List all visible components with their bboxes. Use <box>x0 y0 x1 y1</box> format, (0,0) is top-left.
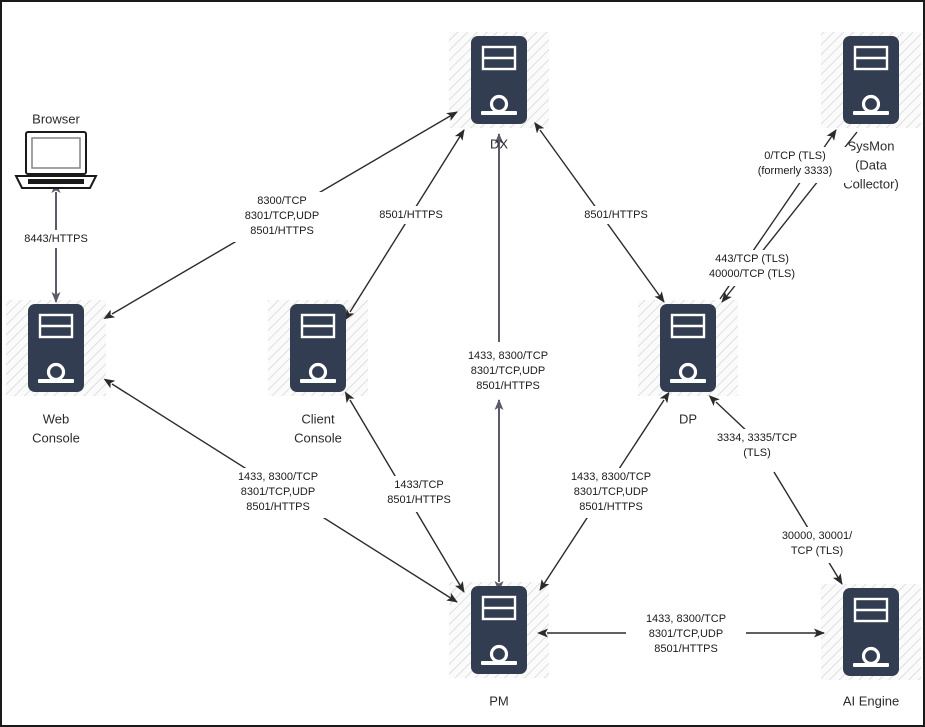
edge-dp-ai-engine-upper <box>708 395 751 435</box>
server-icon <box>660 304 716 392</box>
port-label-text-line1: 1433/TCP <box>394 479 444 491</box>
web-console-node[interactable]: Web Console <box>28 304 84 445</box>
port-label-text-line3: 8501/HTTPS <box>246 501 310 513</box>
server-icon <box>471 36 527 124</box>
node-label-sysmon-line3: Collector) <box>843 176 899 191</box>
laptop-icon <box>14 131 98 189</box>
port-label-text-line1: 0/TCP (TLS) <box>764 150 826 162</box>
dx-node[interactable]: DX <box>471 36 527 151</box>
port-label-dp-ai-engine: 3334, 3335/TCP (TLS) <box>699 429 815 465</box>
port-label-text-line1: 3334, 3335/TCP <box>717 432 797 444</box>
port-label-text-line2: 8301/TCP,UDP <box>471 365 545 377</box>
port-label-dp-ai-engine-2: 30000, 30001/ TCP (TLS) <box>761 527 873 563</box>
port-label-text-line3: 8501/HTTPS <box>476 380 540 392</box>
port-label-text-line2: 8301/TCP,UDP <box>649 628 723 640</box>
port-label-dx-pm: 1433, 8300/TCP 8301/TCP,UDP 8501/HTTPS <box>448 347 568 397</box>
node-label-sysmon-line2: (Data <box>855 157 888 172</box>
server-icon <box>28 304 84 392</box>
port-label-text-line1: 1433, 8300/TCP <box>571 471 651 483</box>
server-icon <box>471 586 527 674</box>
node-label-web-console-line2: Console <box>32 430 80 445</box>
port-label-browser-web-console: 8443/HTTPS <box>14 230 98 248</box>
client-console-node[interactable]: Client Console <box>290 304 346 445</box>
sysmon-node[interactable]: SysMon (Data Collector) <box>843 36 899 191</box>
port-label-pm-ai-engine: 1433, 8300/TCP 8301/TCP,UDP 8501/HTTPS <box>626 610 746 660</box>
port-label-text-line1: 8300/TCP <box>257 195 307 207</box>
node-label-client-console-line1: Client <box>301 411 335 426</box>
node-label-web-console-line1: Web <box>43 411 70 426</box>
port-label-dx-dp: 8501/HTTPS <box>574 206 658 224</box>
node-label-pm: PM <box>489 693 509 708</box>
pm-node[interactable]: PM <box>471 586 527 708</box>
port-label-client-console-pm: 1433/TCP 8501/HTTPS <box>375 476 463 512</box>
port-label-text-line1: 1433, 8300/TCP <box>468 350 548 362</box>
port-label-sysmon-dp: 0/TCP (TLS) (formerly 3333) <box>739 147 851 183</box>
node-label-sysmon-line1: SysMon <box>848 138 895 153</box>
port-label-text-line2: 8501/HTTPS <box>387 494 451 506</box>
node-label-client-console-line2: Console <box>294 430 342 445</box>
node-label-ai-engine: AI Engine <box>843 693 899 708</box>
node-label-dx: DX <box>490 136 508 151</box>
port-label-text-line1: 1433, 8300/TCP <box>238 471 318 483</box>
server-icon <box>290 304 346 392</box>
port-label-text-line1: 30000, 30001/ <box>782 530 853 542</box>
port-label-client-console-dx: 8501/HTTPS <box>369 206 453 224</box>
port-label-dp-pm: 1433, 8300/TCP 8301/TCP,UDP 8501/HTTPS <box>551 468 671 518</box>
port-label-text: 8443/HTTPS <box>24 233 88 245</box>
server-icon <box>843 36 899 124</box>
port-label-web-console-dx: 8300/TCP 8301/TCP,UDP 8501/HTTPS <box>224 192 340 242</box>
port-label-text: 8501/HTTPS <box>379 209 443 221</box>
port-label-text-line3: 8501/HTTPS <box>579 501 643 513</box>
port-label-text-line3: 8501/HTTPS <box>250 225 314 237</box>
ai-engine-node[interactable]: AI Engine <box>843 588 899 708</box>
port-label-text: 8501/HTTPS <box>584 209 648 221</box>
port-label-text-line3: 8501/HTTPS <box>654 643 718 655</box>
node-label-dp: DP <box>679 411 697 426</box>
port-label-text-line2: 8301/TCP,UDP <box>574 486 648 498</box>
browser-node[interactable]: Browser <box>14 111 98 189</box>
server-icon <box>843 588 899 676</box>
port-label-text-line2: 40000/TCP (TLS) <box>709 268 795 280</box>
port-label-text-line2: 8301/TCP,UDP <box>241 486 315 498</box>
port-label-web-console-pm: 1433, 8300/TCP 8301/TCP,UDP 8501/HTTPS <box>218 468 338 518</box>
port-label-text-line2: (TLS) <box>743 447 771 459</box>
dp-node[interactable]: DP <box>660 304 716 426</box>
port-label-text-line1: 443/TCP (TLS) <box>715 253 789 265</box>
port-label-text-line2: (formerly 3333) <box>758 165 833 177</box>
port-labels: 8443/HTTPS 8300/TCP 8301/TCP,UDP 8501/HT… <box>14 147 873 660</box>
port-label-text-line2: 8301/TCP,UDP <box>245 210 319 222</box>
port-label-text-line2: TCP (TLS) <box>791 545 843 557</box>
node-label-browser: Browser <box>32 111 80 126</box>
port-label-dp-sysmon-ports: 443/TCP (TLS) 40000/TCP (TLS) <box>690 250 814 286</box>
port-label-text-line1: 1433, 8300/TCP <box>646 613 726 625</box>
